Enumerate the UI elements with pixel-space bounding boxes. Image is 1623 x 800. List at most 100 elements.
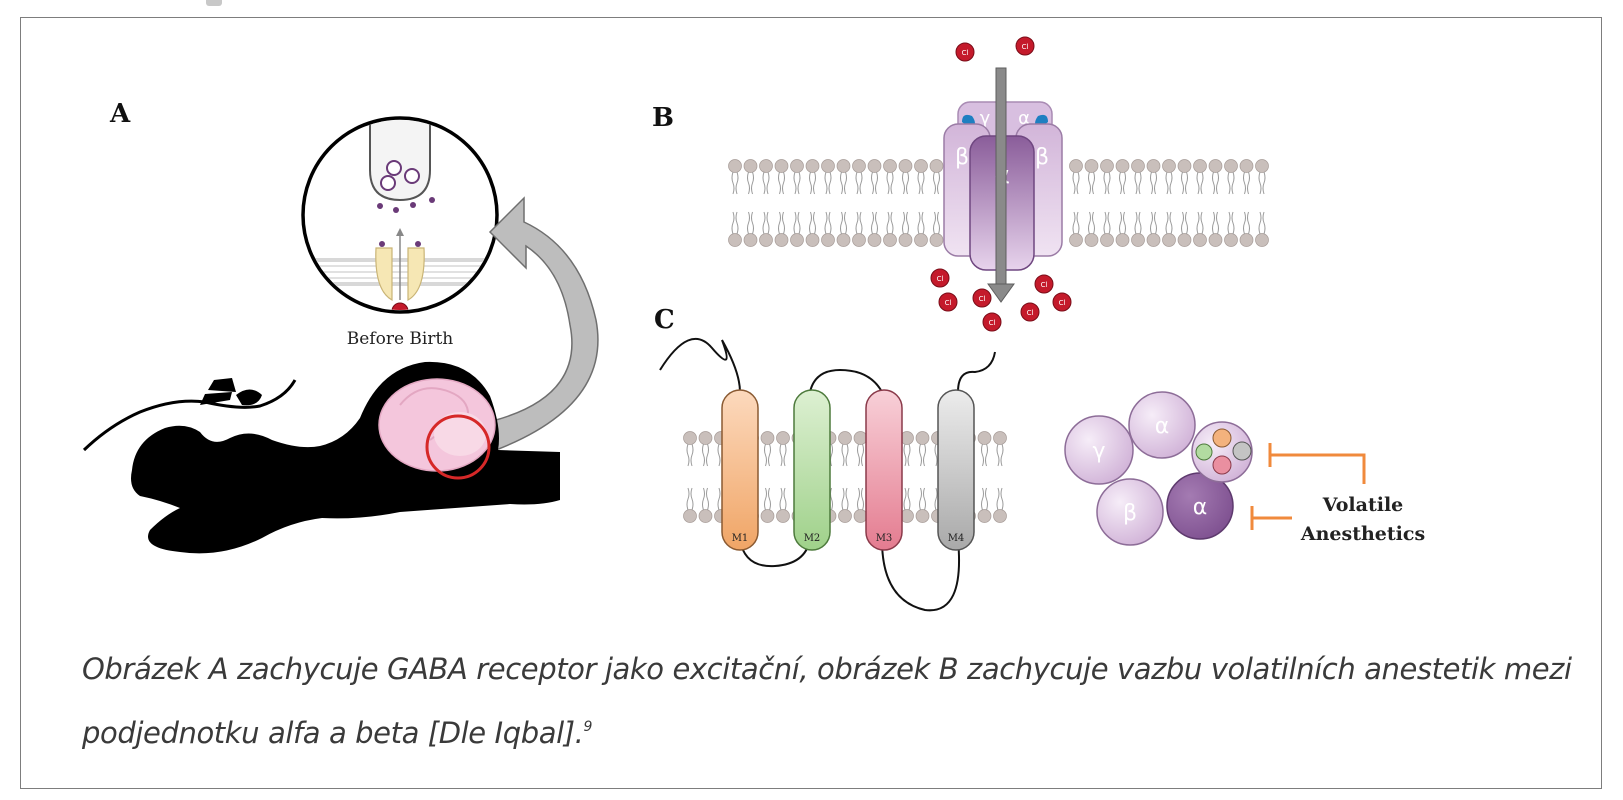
chloride-ion-label: Cl: [979, 295, 986, 303]
lipid: [1193, 211, 1207, 247]
lipid: [867, 211, 882, 247]
lipid: [852, 211, 866, 247]
chloride-ion: Cl: [972, 288, 992, 308]
lipid: [883, 159, 897, 195]
lipid: [1100, 211, 1114, 247]
lipid: [774, 159, 789, 195]
lipid: [915, 487, 930, 523]
lipid: [774, 211, 789, 247]
panel-letter-a: A: [109, 99, 131, 129]
lipid: [1069, 159, 1083, 195]
lipid: [790, 211, 804, 247]
lipid: [805, 211, 820, 247]
synapse-zoom-circle: [301, 116, 499, 314]
lipid: [821, 211, 835, 247]
receptor-top-view: γ α β α: [1064, 391, 1253, 546]
lipid: [776, 487, 790, 523]
lipid: [1084, 159, 1099, 195]
lipid: [790, 159, 804, 195]
lipid: [898, 159, 913, 195]
lipid: [1131, 159, 1145, 195]
chloride-ion-label: Cl: [962, 49, 969, 57]
lipid: [977, 431, 992, 467]
lipid: [883, 211, 897, 247]
lipid: [914, 159, 928, 195]
lipid: [852, 159, 866, 195]
svg-text:M2: M2: [804, 533, 821, 544]
lipid: [1115, 159, 1130, 195]
subunit-alpha-top: α: [1018, 108, 1030, 129]
panel-letter-b: B: [652, 103, 674, 133]
lipid: [683, 487, 697, 523]
lipid: [853, 487, 868, 523]
helix-m3: M3: [865, 389, 903, 551]
subunit-gamma-top: γ: [980, 108, 991, 129]
lipid: [1224, 159, 1238, 195]
lipid: [759, 211, 773, 247]
chloride-ion-label: Cl: [1059, 299, 1066, 307]
lipid: [760, 431, 775, 467]
figure-caption: Obrázek A zachycuje GABA receptor jako e…: [82, 640, 1572, 762]
lipid: [1208, 159, 1223, 195]
lipid: [929, 211, 944, 247]
lipid: [821, 159, 835, 195]
helix-m1: M1: [721, 389, 759, 551]
gaba-receptor: γ α β β α: [943, 67, 1063, 303]
top-view-alpha-dark: α: [1193, 495, 1208, 520]
chloride-ion: Cl: [982, 312, 1002, 332]
before-birth-label: Before Birth: [347, 329, 454, 349]
lipid: [836, 159, 851, 195]
lipid: [1255, 159, 1269, 195]
lipid: [1162, 211, 1176, 247]
lipid: [1177, 211, 1192, 247]
panel-a: A: [82, 99, 599, 554]
lipid: [1100, 159, 1114, 195]
caption-reference: 9: [583, 719, 592, 735]
chloride-ion: Cl: [1052, 292, 1072, 312]
chloride-ion-label: Cl: [1041, 281, 1048, 289]
lipid: [698, 487, 713, 523]
chloride-ion: Cl: [930, 268, 950, 288]
lipid: [1131, 211, 1145, 247]
svg-text:M3: M3: [876, 533, 893, 544]
subunit-beta-left: β: [955, 145, 969, 170]
lipid: [698, 431, 713, 467]
top-view-beta: β: [1123, 501, 1137, 526]
chloride-ion: Cl: [1020, 302, 1040, 322]
lipid: [743, 211, 758, 247]
chloride-ion-label: Cl: [1027, 309, 1034, 317]
lipid: [993, 431, 1007, 467]
top-view-alpha-light: α: [1155, 414, 1170, 439]
lipid: [805, 159, 820, 195]
lipid: [1208, 211, 1223, 247]
chloride-ion: Cl: [1034, 274, 1054, 294]
previous-page-fragment: [206, 0, 222, 6]
lipid: [1239, 159, 1254, 195]
lipid: [838, 431, 852, 467]
lipid: [853, 431, 868, 467]
lipid: [1239, 211, 1254, 247]
lipid: [728, 159, 742, 195]
lipid: [838, 487, 852, 523]
helix-m4: M4: [937, 389, 975, 551]
helix-m2: M2: [793, 389, 831, 551]
lipid: [776, 431, 790, 467]
lipid: [683, 431, 697, 467]
chloride-ion: Cl: [1015, 36, 1035, 56]
lipid: [914, 211, 928, 247]
chloride-ion-label: Cl: [1022, 43, 1029, 51]
chloride-ion-label: Cl: [937, 275, 944, 283]
lipid: [1224, 211, 1238, 247]
lipid: [898, 211, 913, 247]
lipid: [929, 159, 944, 195]
lipid: [1177, 159, 1192, 195]
lipid: [977, 487, 992, 523]
lipid: [1084, 211, 1099, 247]
lipid: [1162, 159, 1176, 195]
subunit-loops: [659, 337, 996, 612]
lipid: [915, 431, 930, 467]
lipid: [1146, 211, 1161, 247]
lipid: [1255, 211, 1269, 247]
